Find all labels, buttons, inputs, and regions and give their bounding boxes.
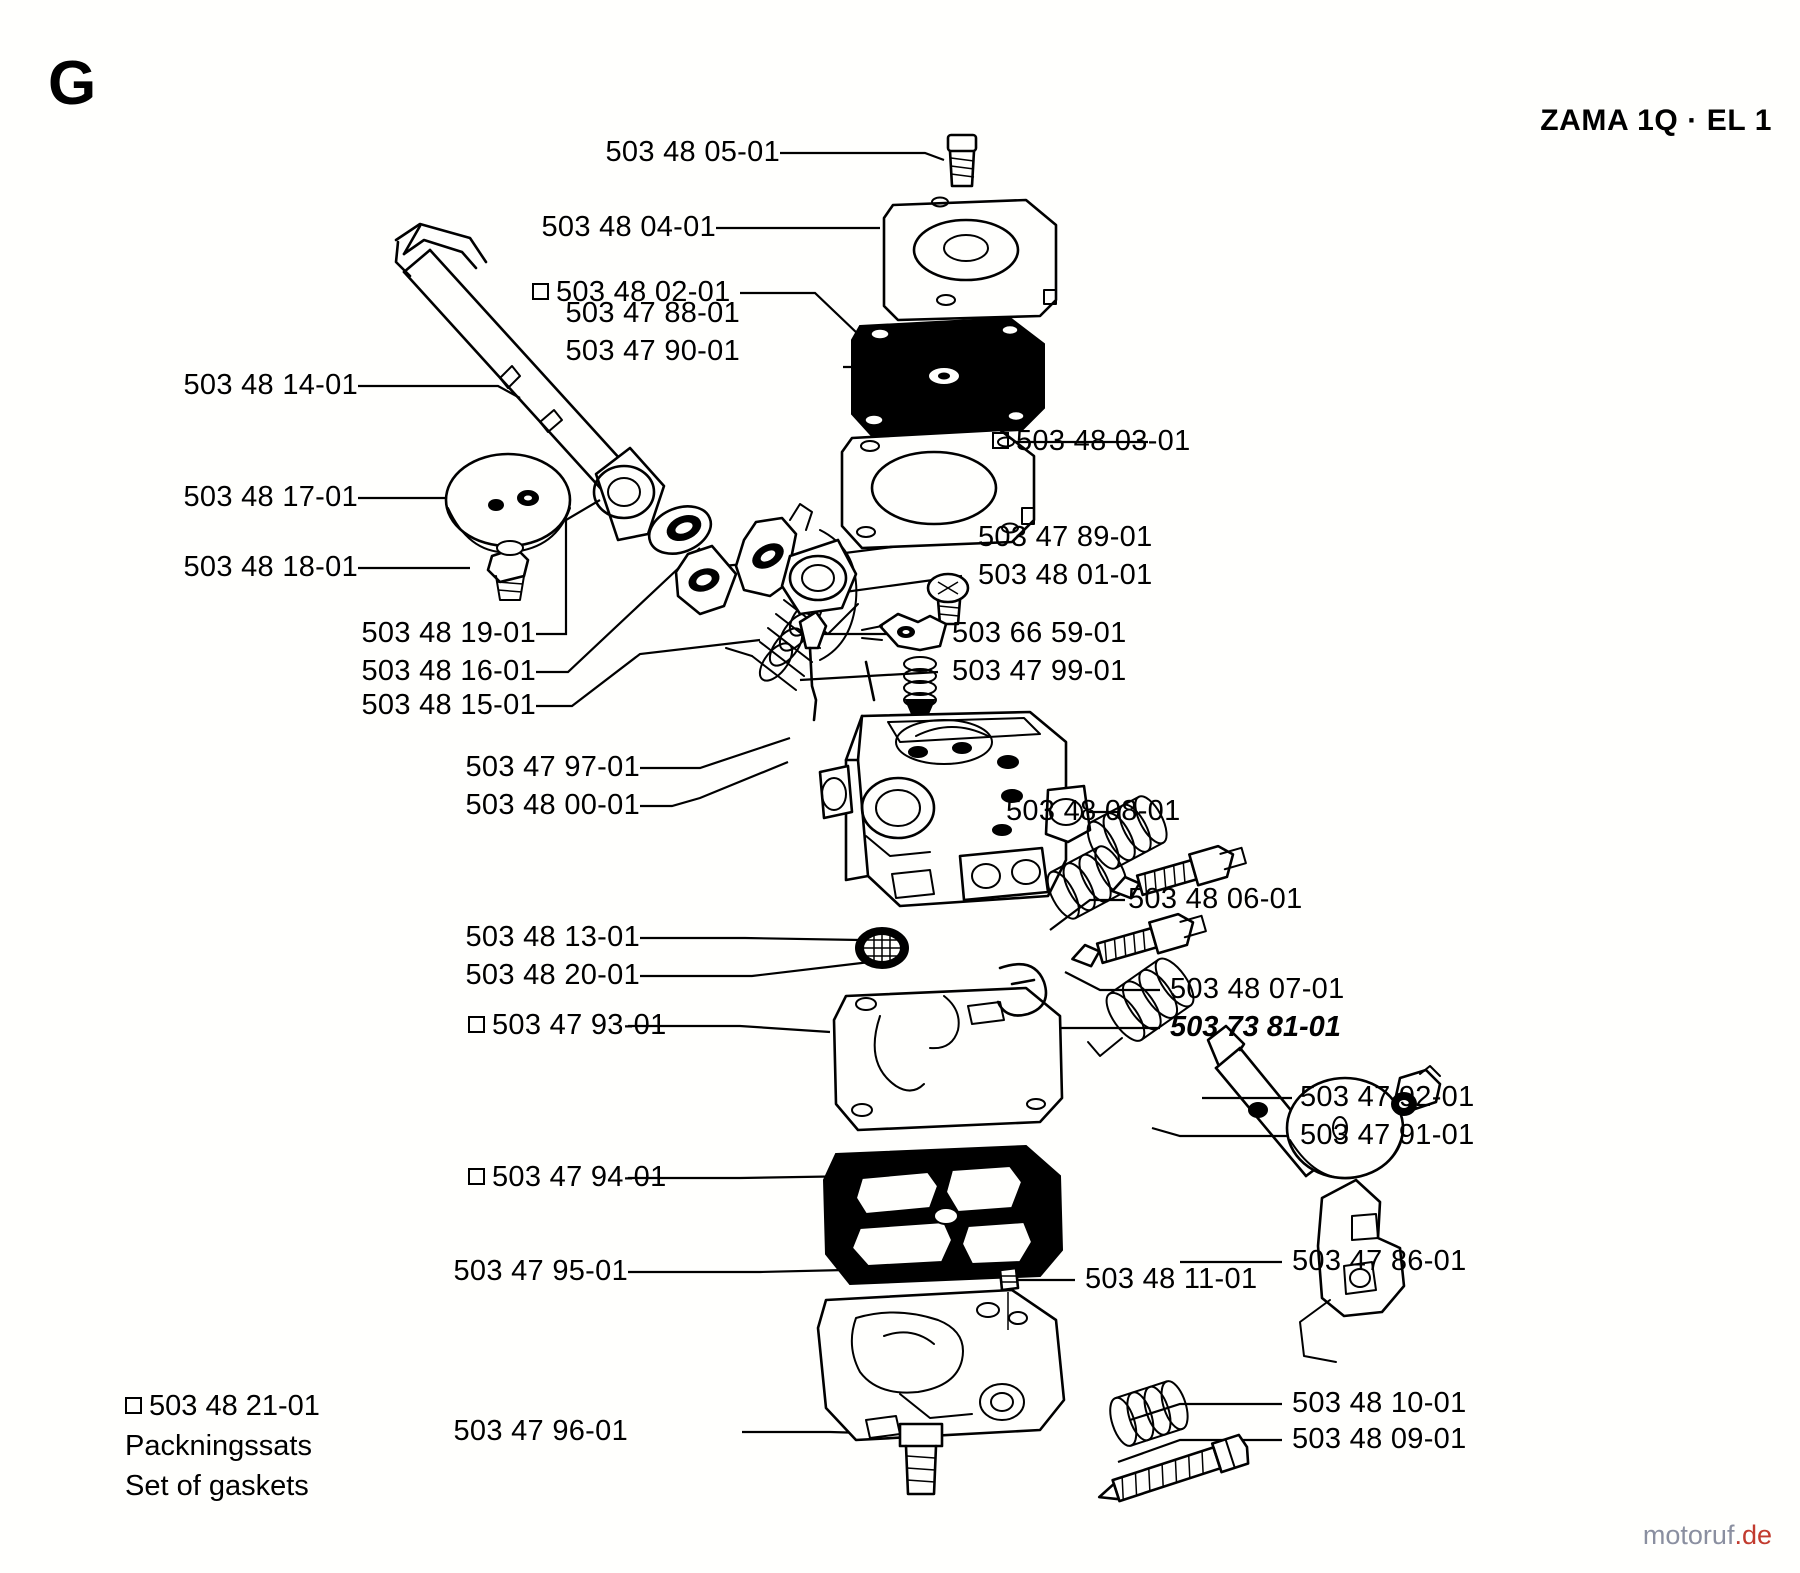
part-springs-08 bbox=[1046, 795, 1168, 920]
part-metering-diaphragm bbox=[851, 316, 1045, 438]
callout-503-48-16-01: 503 48 16-01 bbox=[361, 655, 536, 687]
callout-503-66-59-01: 503 66 59-01 bbox=[952, 617, 1127, 649]
gasket-set-marker-icon bbox=[125, 1397, 142, 1414]
callout-503-47-93-01-row: 503 47 93-01 bbox=[468, 1009, 667, 1042]
part-screw-96 bbox=[898, 1422, 944, 1496]
part-pump-gasket bbox=[822, 1144, 1064, 1286]
part-spring-7381 bbox=[1087, 957, 1195, 1057]
part-throttle-shaft bbox=[394, 222, 666, 542]
callout-503-48-03-01-row: 503 48 03-01 bbox=[992, 425, 1191, 458]
part-inlet-needle bbox=[798, 610, 876, 722]
callout-503-47-96-01: 503 47 96-01 bbox=[453, 1415, 628, 1447]
part-needle-06 bbox=[1111, 844, 1247, 900]
callout-503-47-99-01: 503 47 99-01 bbox=[952, 655, 1127, 687]
gasket-set-marker-icon bbox=[468, 1016, 485, 1033]
callout-503-48-02-01: 503 48 02-01 bbox=[556, 276, 731, 308]
callout-503-48-03-01: 503 48 03-01 bbox=[1016, 425, 1191, 457]
callout-503-48-02-01-row: 503 48 02-01 bbox=[532, 276, 731, 309]
part-metering-cover bbox=[882, 196, 1058, 322]
callout-503-47-89-01: 503 47 89-01 bbox=[978, 521, 1153, 553]
callout-503-48-05-01: 503 48 05-01 bbox=[605, 136, 780, 168]
part-throttle-screw bbox=[486, 540, 530, 601]
gasket-set-part-row: 503 48 21-01 bbox=[125, 1386, 320, 1426]
gasket-set-marker-icon bbox=[532, 283, 549, 300]
callout-503-48-18-01: 503 48 18-01 bbox=[183, 551, 358, 583]
gasket-set-marker-icon bbox=[468, 1168, 485, 1185]
callout-503-48-07-01: 503 48 07-01 bbox=[1170, 973, 1345, 1005]
part-needle-spring bbox=[903, 656, 937, 715]
part-carburetor-body bbox=[818, 710, 1092, 908]
watermark: motoruf.de bbox=[1643, 1520, 1772, 1551]
callout-503-48-19-01: 503 48 19-01 bbox=[361, 617, 536, 649]
gasket-set-marker-icon bbox=[992, 432, 1009, 449]
callout-503-48-14-01: 503 48 14-01 bbox=[183, 369, 358, 401]
callout-503-48-13-01: 503 48 13-01 bbox=[465, 921, 640, 953]
callout-503-73-81-01: 503 73 81-01 bbox=[1170, 1011, 1341, 1043]
callout-503-48-01-01: 503 48 01-01 bbox=[978, 559, 1153, 591]
callout-503-47-91-01: 503 47 91-01 bbox=[1300, 1119, 1475, 1151]
callout-503-48-10-01: 503 48 10-01 bbox=[1292, 1387, 1467, 1419]
part-metering-gasket bbox=[840, 428, 1036, 550]
section-letter: G bbox=[48, 49, 97, 118]
part-throttle-disc bbox=[444, 452, 572, 554]
callout-503-47-93-01: 503 47 93-01 bbox=[492, 1009, 667, 1041]
callout-503-48-11-01: 503 48 11-01 bbox=[1085, 1263, 1258, 1295]
part-needle-07 bbox=[1071, 912, 1207, 968]
part-spring-10 bbox=[1109, 1380, 1189, 1447]
page-title: ZAMA 1Q · EL 1 bbox=[1540, 104, 1772, 137]
gasket-set-name-sv: Packningssats bbox=[125, 1430, 312, 1462]
part-screw-09 bbox=[1097, 1433, 1250, 1503]
part-throttle-lever-group bbox=[647, 503, 859, 691]
gasket-set-name-en: Set of gaskets bbox=[125, 1470, 309, 1502]
watermark-prefix: motoruf bbox=[1642, 1520, 1735, 1550]
part-pump-diaphragm bbox=[832, 963, 1064, 1132]
callout-503-48-15-01: 503 48 15-01 bbox=[361, 689, 536, 721]
callout-503-47-95-01: 503 47 95-01 bbox=[453, 1255, 628, 1287]
callout-503-48-00-01: 503 48 00-01 bbox=[465, 789, 640, 821]
gasket-set-part-no: 503 48 21-01 bbox=[149, 1390, 320, 1422]
callout-503-48-08-01: 503 48 08-01 bbox=[1006, 795, 1181, 827]
callout-503-47-97-01: 503 47 97-01 bbox=[465, 751, 640, 783]
part-plug-11 bbox=[998, 1266, 1020, 1330]
callout-503-48-06-01: 503 48 06-01 bbox=[1128, 883, 1303, 915]
callout-503-48-20-01: 503 48 20-01 bbox=[465, 959, 640, 991]
callout-503-47-94-01: 503 47 94-01 bbox=[492, 1161, 667, 1193]
gasket-set-legend: 503 48 21-01 Packningssats Set of gasket… bbox=[125, 1386, 320, 1506]
callout-503-48-09-01: 503 48 09-01 bbox=[1292, 1423, 1467, 1455]
part-screw-01 bbox=[926, 572, 970, 626]
callout-503-48-17-01: 503 48 17-01 bbox=[183, 481, 358, 513]
part-pump-body bbox=[816, 1288, 1066, 1442]
callout-503-48-04-01: 503 48 04-01 bbox=[541, 211, 716, 243]
callout-503-47-86-01: 503 47 86-01 bbox=[1292, 1245, 1467, 1277]
watermark-suffix: .de bbox=[1734, 1520, 1772, 1550]
callout-503-47-94-01-row: 503 47 94-01 bbox=[468, 1161, 667, 1194]
part-choke-shaft bbox=[1206, 1024, 1442, 1363]
part-screw-top bbox=[946, 133, 978, 188]
callout-503-47-88-01: 503 47 88-01 bbox=[565, 297, 740, 329]
callout-503-47-92-01: 503 47 92-01 bbox=[1300, 1081, 1475, 1113]
part-metering-lever bbox=[861, 612, 948, 652]
part-inlet-screen bbox=[855, 927, 909, 969]
callout-503-47-90-01: 503 47 90-01 bbox=[565, 335, 740, 367]
